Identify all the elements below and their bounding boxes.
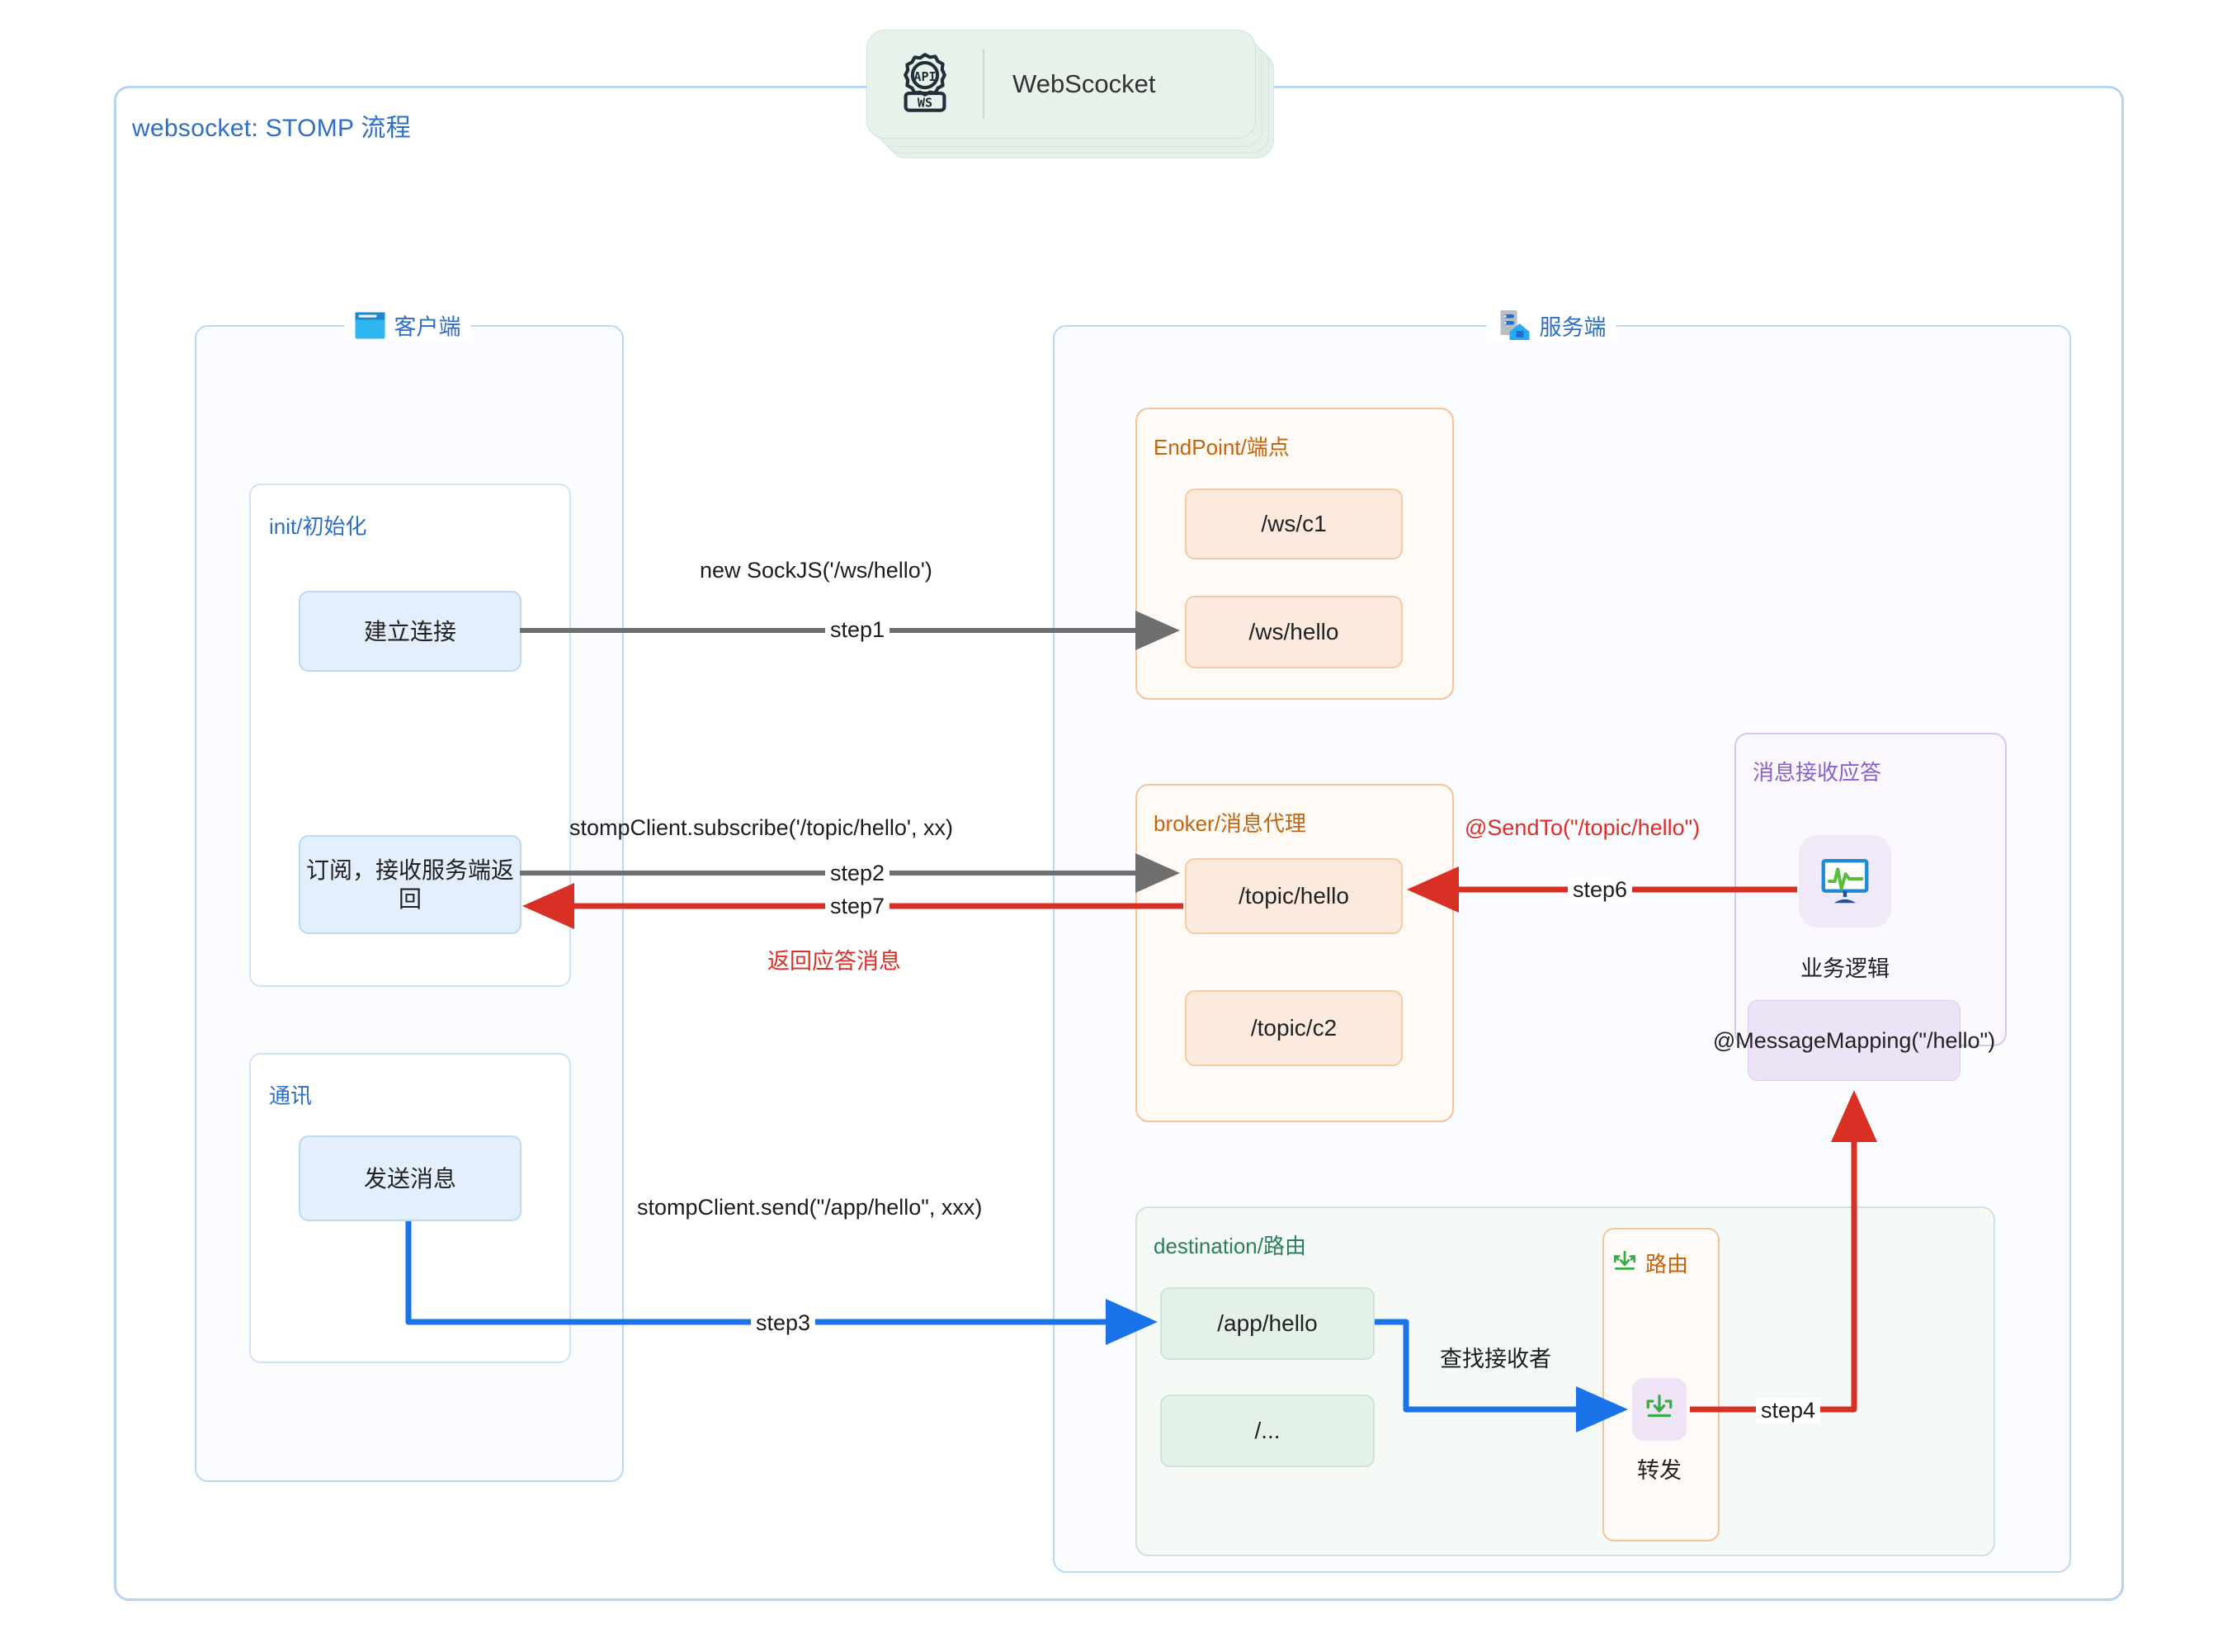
- node-topic-c2[interactable]: /topic/c2: [1185, 990, 1403, 1066]
- route-header: 路由: [1611, 1248, 1688, 1278]
- node-app-other[interactable]: /...: [1160, 1395, 1375, 1467]
- group-endpoint-title: EndPoint/端点: [1154, 435, 1290, 460]
- badge-label: WebScocket: [1012, 69, 1156, 98]
- node-topic-hello[interactable]: /topic/hello: [1185, 858, 1403, 934]
- edge-step7-step: step7: [825, 894, 890, 919]
- edge-step3-label: stompClient.send("/app/hello", xxx): [637, 1195, 983, 1220]
- badge-card: API WS WebScocket: [866, 30, 1256, 139]
- node-ws-hello[interactable]: /ws/hello: [1185, 596, 1403, 668]
- api-ws-gear-icon: API WS: [904, 53, 946, 112]
- monitor-chart-icon: [1821, 859, 1869, 904]
- node-establish-connection[interactable]: 建立连接: [299, 591, 521, 672]
- group-server-tab: 服务端: [1486, 309, 1616, 342]
- edge-step6-label: @SendTo("/topic/hello"): [1465, 815, 1701, 840]
- edge-step2-label: stompClient.subscribe('/topic/hello', xx…: [569, 815, 953, 840]
- svg-text:API: API: [913, 69, 936, 84]
- node-ws-c1[interactable]: /ws/c1: [1185, 489, 1403, 559]
- badge-divider: [983, 49, 984, 120]
- node-app-hello[interactable]: /app/hello: [1160, 1287, 1375, 1360]
- group-reply-title: 消息接收应答: [1753, 760, 1882, 785]
- diagram-title: websocket: STOMP 流程: [132, 115, 412, 142]
- node-subscribe-receive-label: 订阅，接收服务端返回: [305, 857, 514, 912]
- edge-step6-step: step6: [1568, 877, 1633, 903]
- websocket-badge: API WS WebScocket: [860, 30, 1289, 168]
- business-logic-label: 业务逻辑: [1800, 956, 1890, 981]
- forward-chip[interactable]: [1632, 1378, 1687, 1441]
- edge-step2-step: step2: [825, 861, 890, 886]
- edge-step4-step: step4: [1756, 1398, 1821, 1423]
- node-subscribe-receive[interactable]: 订阅，接收服务端返回: [299, 835, 521, 934]
- forward-label: 转发: [1637, 1458, 1682, 1483]
- group-client-tab: 客户端: [344, 309, 471, 342]
- edge-step3-step: step3: [751, 1310, 816, 1336]
- edge-step7-label: 返回应答消息: [767, 949, 901, 974]
- message-mapping-box[interactable]: @MessageMapping("/hello"): [1713, 1000, 1995, 1081]
- route-fanout-icon: [1646, 1395, 1673, 1418]
- group-broker-title: broker/消息代理: [1154, 811, 1306, 836]
- server-lock-icon: [1500, 310, 1530, 340]
- group-client-label: 客户端: [394, 314, 461, 340]
- edge-step1-label: new SockJS('/ws/hello'): [700, 558, 932, 583]
- svg-text:WS: WS: [918, 96, 932, 111]
- route-fanout-icon: [1613, 1250, 1636, 1270]
- subgroup-comm-title: 通讯: [269, 1083, 313, 1108]
- route-title: 路由: [1645, 1252, 1689, 1277]
- browser-window-icon: [355, 312, 385, 338]
- group-server-label: 服务端: [1539, 314, 1607, 340]
- group-destination-title: destination/路由: [1154, 1234, 1306, 1258]
- business-logic-chip[interactable]: [1799, 835, 1891, 927]
- edge-step1-step: step1: [825, 617, 890, 643]
- subgroup-init-title: init/初始化: [269, 514, 367, 539]
- edge-lookup-label: 查找接收者: [1440, 1347, 1551, 1371]
- node-send-message[interactable]: 发送消息: [299, 1135, 521, 1221]
